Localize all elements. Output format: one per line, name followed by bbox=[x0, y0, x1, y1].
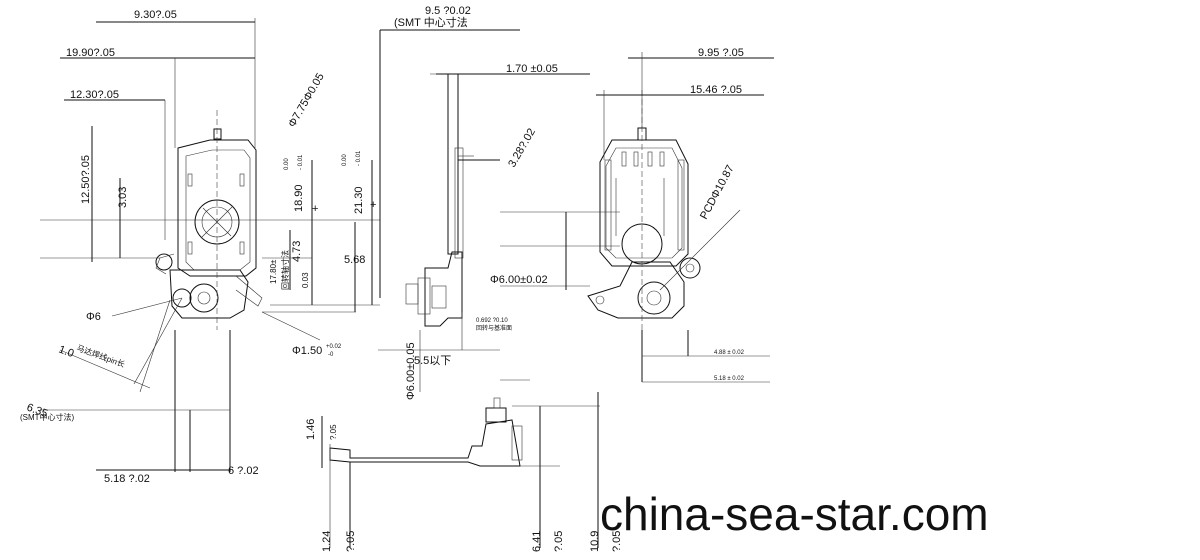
dim-1-0: 1.0 bbox=[57, 344, 75, 361]
dim-phi-7-75: Φ7.75Φ0.05 bbox=[286, 71, 327, 129]
front-view-top-tab bbox=[213, 128, 222, 140]
dim-21-30-tol-top: 0.00 bbox=[342, 154, 348, 166]
dim-rot-axis: 回转轴寸法 bbox=[280, 250, 290, 290]
dim-smt-center-top: (SMT 中心寸法 bbox=[394, 15, 468, 29]
dim-phi-6: Φ6 bbox=[86, 311, 101, 323]
dim-4-73: 4.73 bbox=[291, 241, 303, 262]
dim-12-30: 12.30?.05 bbox=[70, 89, 119, 101]
back-view-dimensions bbox=[565, 52, 774, 383]
dim-phi-1-50-tol-top: +0.02 bbox=[326, 344, 342, 350]
dim-17-80: 17.80± bbox=[269, 259, 278, 284]
dim-9-95: 9.95 ?.05 bbox=[698, 47, 744, 59]
back-view-body bbox=[599, 139, 689, 267]
front-view-dimensions bbox=[40, 18, 380, 472]
dim-21-30-tol-bot: - 0.01 bbox=[356, 150, 362, 166]
plus-mark-2: + bbox=[370, 199, 376, 211]
dim-19-90: 19.90?.05 bbox=[66, 47, 115, 59]
dim-12-50: 12.50?.05 bbox=[80, 155, 92, 204]
dim-1-46: 1.46 bbox=[305, 419, 317, 440]
side-view bbox=[378, 29, 590, 392]
dim-6-41: 6.41 bbox=[531, 531, 543, 552]
dim-0-692: 0.692 ?0.10 bbox=[476, 318, 508, 324]
dim-9-5: 9.5 ?0.02 bbox=[425, 5, 471, 17]
dim-phi-1-50: Φ1.50 bbox=[292, 345, 322, 357]
back-view-gear-mount bbox=[587, 261, 685, 319]
dim-phi-6-00: Φ6.00±0.02 bbox=[490, 274, 548, 286]
front-view-mount bbox=[169, 269, 249, 319]
dim-motor-pin: 马达焊线pin长 bbox=[75, 342, 126, 369]
bottom-view bbox=[321, 379, 600, 548]
dim-10-9: 10.9 bbox=[589, 531, 601, 552]
dim-1-70: 1.70 ±0.05 bbox=[506, 63, 558, 75]
front-view-inner bbox=[185, 149, 251, 271]
dim-5-18: 5.18 ?.02 bbox=[104, 473, 150, 485]
dim-15-46: 15.46 ?.05 bbox=[690, 84, 742, 96]
dim-18-90-tol-top: 0.00 bbox=[284, 158, 290, 170]
dim-0-692-note: 回转与基准面 bbox=[476, 324, 512, 332]
dim-18-90: 18.90 bbox=[293, 184, 305, 212]
dim-3-28: 3.28?.02 bbox=[506, 126, 538, 169]
dim-1-24-tol: ?.05 bbox=[345, 531, 357, 552]
front-view-body bbox=[177, 139, 257, 277]
bottom-view-flex bbox=[329, 419, 521, 467]
front-view bbox=[40, 110, 380, 393]
watermark: china-sea-star.com bbox=[600, 488, 989, 540]
dim-pcd: PCDΦ10.87 bbox=[698, 163, 737, 221]
dim-6-02: 6 ?.02 bbox=[228, 465, 259, 477]
back-view bbox=[500, 90, 741, 330]
side-view-shaft bbox=[447, 73, 459, 255]
side-view-base bbox=[424, 251, 463, 327]
dim-5-18-right: 5.18 ± 0.02 bbox=[714, 376, 745, 382]
dim-smt-center-left: (SMT中心寸法) bbox=[20, 412, 75, 422]
dim-5-68: 5.68 bbox=[344, 254, 365, 266]
dim-1-46-tol: ?.05 bbox=[329, 424, 338, 440]
dim-10-9-tol: ?.05 bbox=[611, 531, 623, 552]
dim-phi-6-00-vertical: Φ6.00±0.05 bbox=[405, 342, 417, 400]
dim-0-03: 0.03 bbox=[301, 272, 310, 288]
plus-mark-1: + bbox=[312, 203, 318, 215]
dim-3-03: 3.03 bbox=[117, 187, 129, 208]
dim-1-24: 1.24 bbox=[321, 531, 333, 552]
dim-21-30: 21.30 bbox=[353, 186, 365, 214]
dim-4-88: 4.88 ± 0.02 bbox=[714, 350, 745, 356]
dim-9-30: 9.30?.05 bbox=[134, 9, 177, 21]
dim-6-41-tol: ?.05 bbox=[553, 531, 565, 552]
dim-5-5: 5.5以下 bbox=[414, 355, 451, 367]
dim-18-90-tol-bot: - 0.01 bbox=[298, 154, 304, 170]
dim-phi-1-50-tol-bot: -0 bbox=[328, 352, 334, 358]
